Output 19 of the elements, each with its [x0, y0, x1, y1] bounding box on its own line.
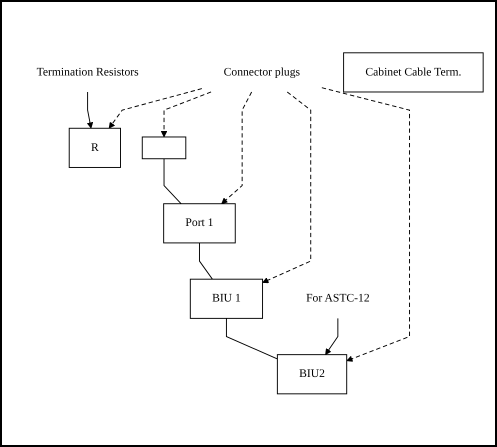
arrow — [220, 92, 252, 204]
node-box: BIU2 — [276, 354, 347, 394]
node-box: BIU 1 — [189, 278, 263, 320]
node-box: R — [68, 128, 120, 168]
arrow — [324, 318, 338, 356]
connector — [225, 318, 278, 360]
arrow — [262, 92, 311, 284]
connector — [198, 242, 212, 280]
node-box — [141, 136, 186, 160]
connector — [163, 158, 182, 204]
node-text: For ASTC-12 — [306, 292, 370, 305]
arrow — [160, 92, 212, 138]
arrow — [108, 88, 202, 129]
node-text: Connector plugs — [223, 66, 300, 78]
node-box: Cabinet Cable Term. — [342, 52, 484, 93]
node-text: Termination Resistors — [36, 66, 138, 78]
arrow — [320, 87, 410, 362]
node-box: Port 1 — [162, 203, 236, 244]
arrow — [86, 92, 93, 129]
